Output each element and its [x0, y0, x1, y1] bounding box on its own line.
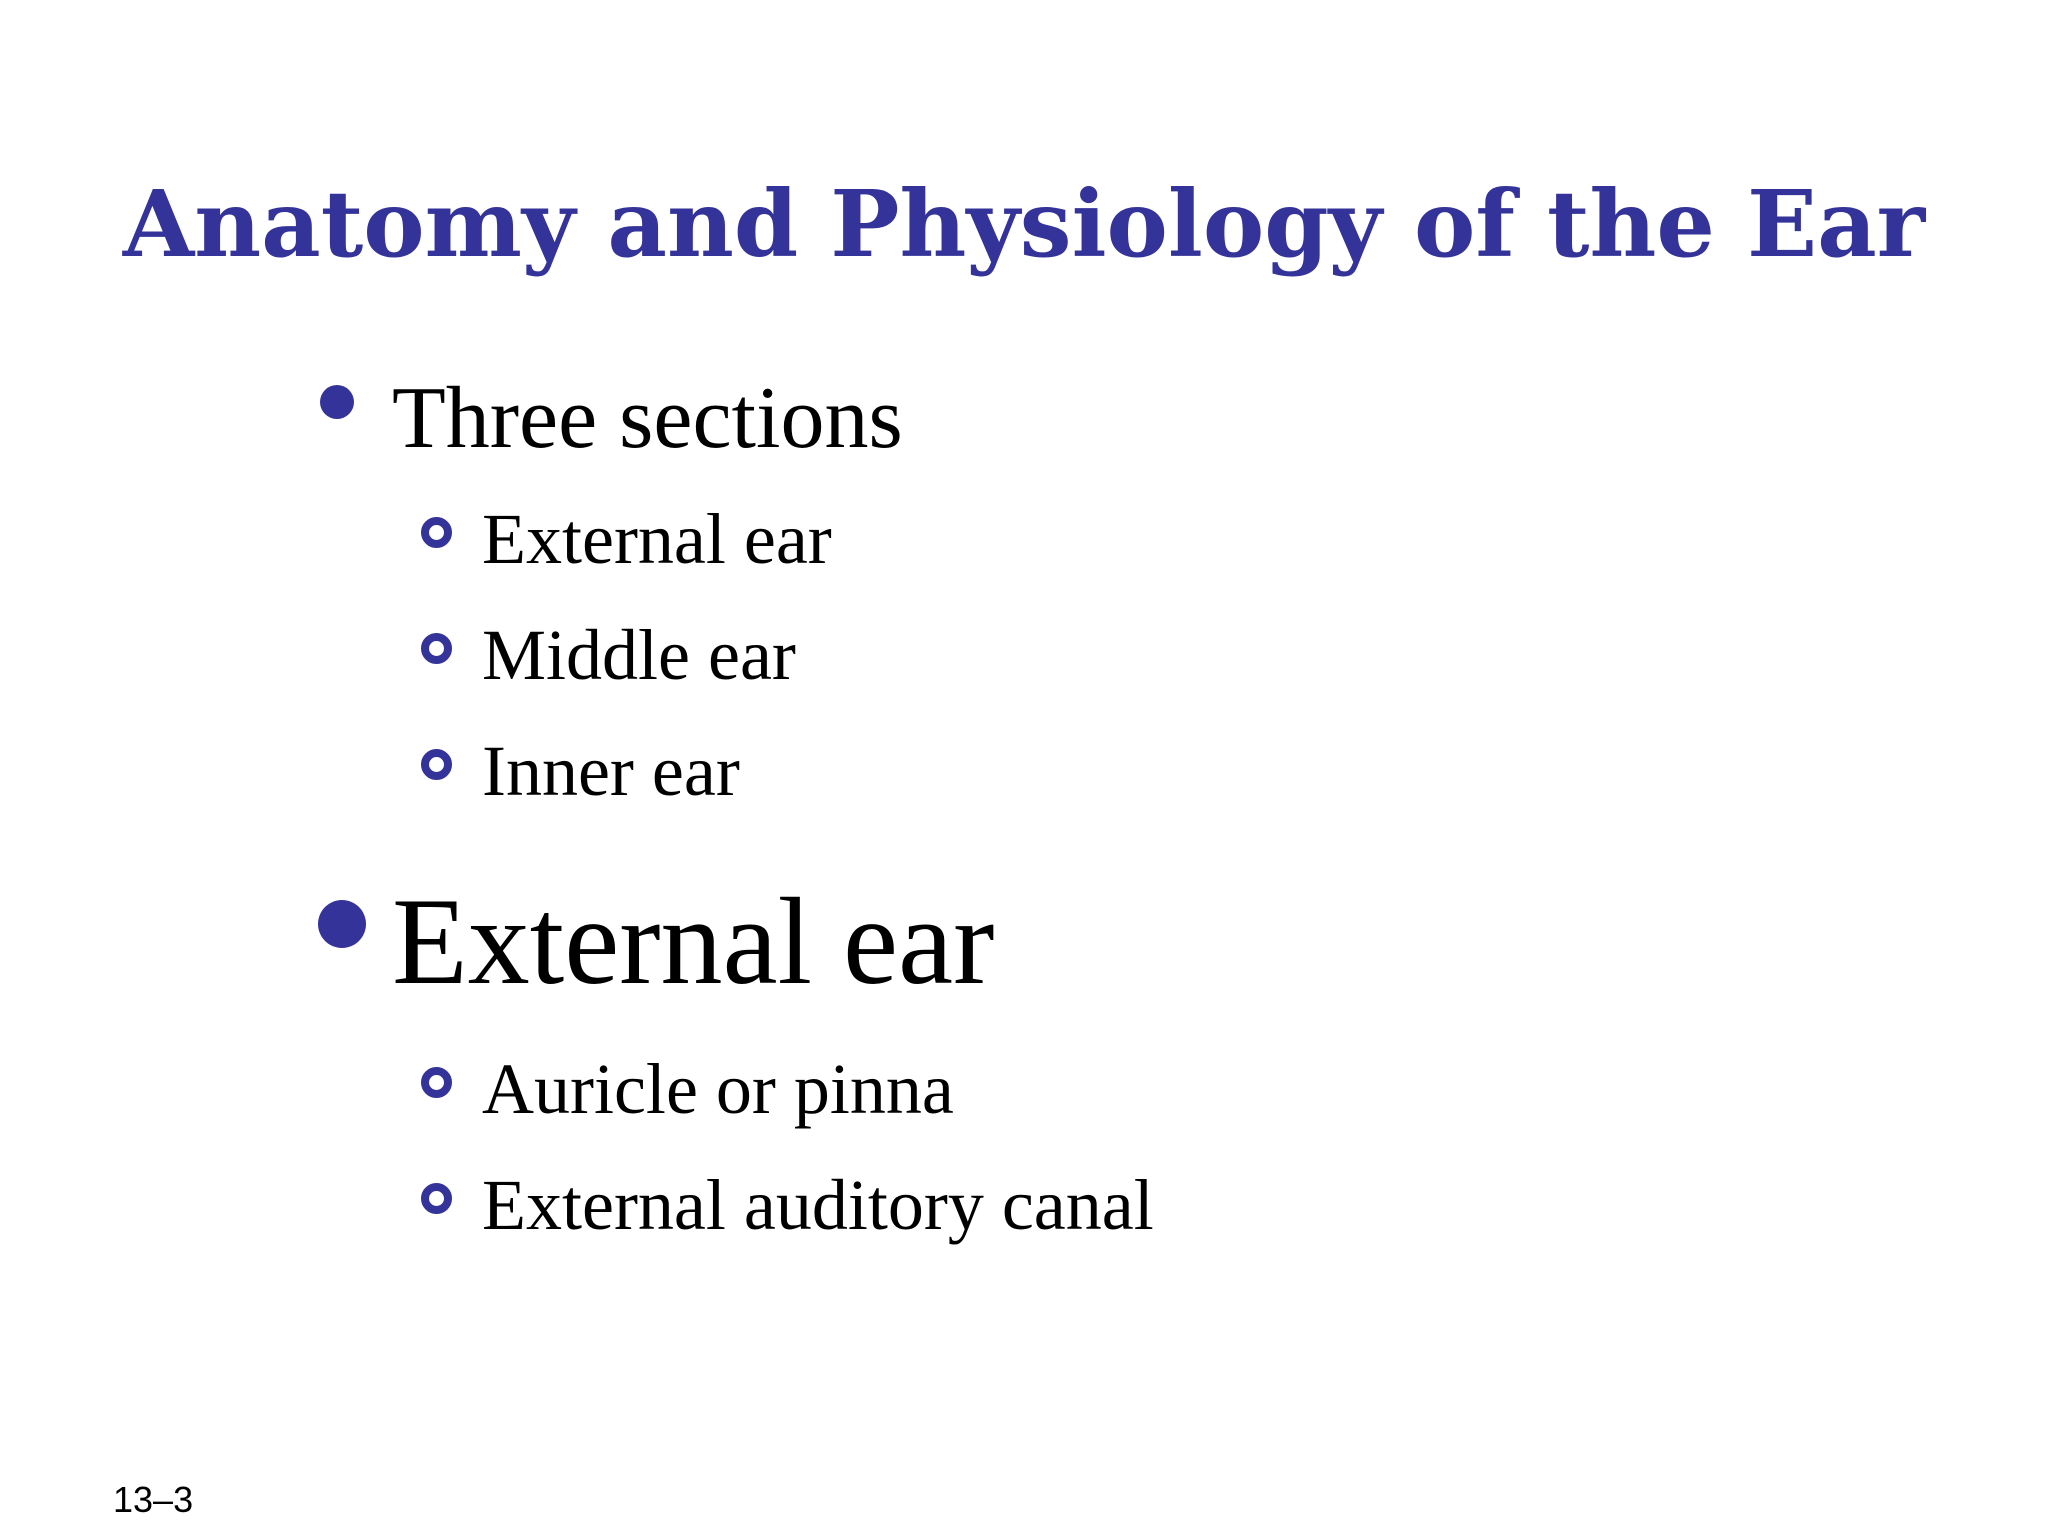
external-part-item: External auditory canal	[482, 1165, 1154, 1245]
bullet-ring-icon	[421, 517, 452, 548]
bullet-dot-icon	[320, 385, 354, 419]
external-part-item: Auricle or pinna	[482, 1049, 954, 1129]
section-item: External ear	[482, 499, 832, 579]
bullet-ring-icon	[421, 1183, 452, 1214]
bullet-three-sections: Three sections	[392, 370, 903, 467]
bullet-ring-icon	[421, 1067, 452, 1098]
bullet-external-ear: External ear	[392, 873, 995, 1010]
slide-title: Anatomy and Physiology of the Ear	[122, 170, 1926, 278]
section-item: Middle ear	[482, 615, 796, 695]
bullet-ring-icon	[421, 749, 452, 780]
slide-number: 13–3	[113, 1479, 194, 1520]
bullet-dot-icon	[318, 900, 366, 948]
bullet-ring-icon	[421, 633, 452, 664]
section-item: Inner ear	[482, 731, 740, 811]
